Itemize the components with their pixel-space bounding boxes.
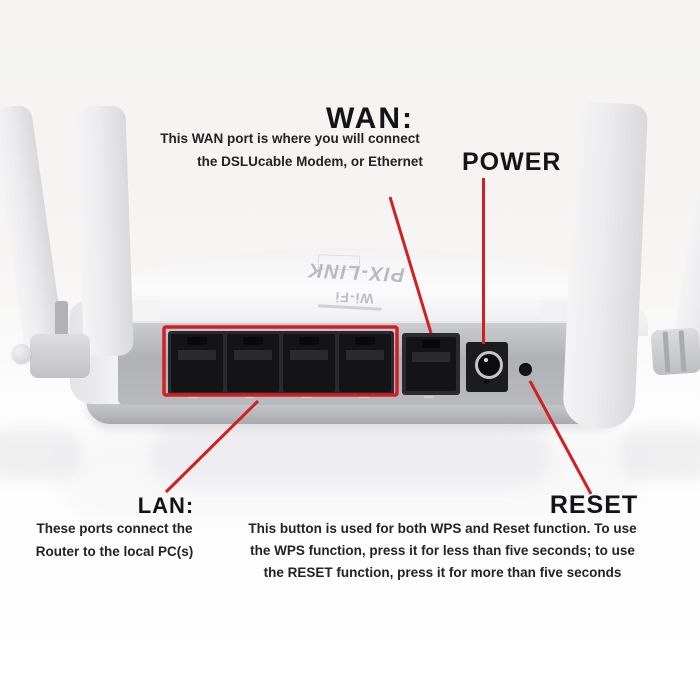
reset-label: RESET bbox=[549, 491, 639, 519]
power-jack-glint bbox=[484, 358, 488, 362]
wan-description-line2: the DSLUcable Modem, or Ethernet bbox=[197, 154, 423, 169]
reset-button bbox=[519, 363, 532, 376]
antenna-hinge-slot bbox=[55, 301, 68, 337]
antenna-right-inner bbox=[562, 101, 649, 430]
wan-description-line1: This WAN port is where you will connect bbox=[160, 131, 420, 146]
antenna-reflection bbox=[0, 428, 80, 480]
power-jack-ring bbox=[475, 351, 503, 379]
antenna-hinge-knob bbox=[12, 344, 31, 363]
hinge-ring bbox=[662, 331, 671, 373]
reset-description-line2: the WPS function, press it for less than… bbox=[250, 543, 635, 558]
antenna-hinge-right bbox=[650, 327, 700, 376]
antenna-reflection bbox=[620, 428, 700, 480]
lan-port-2 bbox=[227, 334, 279, 392]
lan-ports-group bbox=[171, 334, 391, 392]
router-reflection bbox=[150, 424, 550, 486]
wan-port bbox=[406, 337, 456, 391]
wan-label: WAN: bbox=[326, 102, 414, 135]
lan-description-line2: Router to the local PC(s) bbox=[35, 544, 194, 559]
reset-description-line1: This button is used for both WPS and Res… bbox=[248, 521, 637, 536]
port-label-mark bbox=[359, 396, 369, 398]
port-label-mark bbox=[245, 396, 255, 398]
lan-port-4 bbox=[339, 334, 391, 392]
hinge-ring bbox=[678, 330, 687, 372]
power-label: POWER bbox=[462, 148, 562, 176]
lan-description-line1: These ports connect the bbox=[36, 521, 193, 536]
lan-label: LAN: bbox=[137, 493, 195, 518]
antenna-right-outer bbox=[672, 94, 700, 349]
antenna-hinge-left bbox=[30, 334, 90, 378]
lan-port-3 bbox=[283, 334, 335, 392]
port-label-mark bbox=[188, 396, 198, 398]
lan-port-1 bbox=[171, 334, 223, 392]
power-jack-pin bbox=[484, 379, 489, 384]
port-label-mark bbox=[302, 396, 312, 398]
antenna-left-inner bbox=[75, 105, 134, 357]
port-label-mark bbox=[424, 396, 434, 398]
reset-description-line3: the RESET function, press it for more th… bbox=[263, 565, 622, 580]
